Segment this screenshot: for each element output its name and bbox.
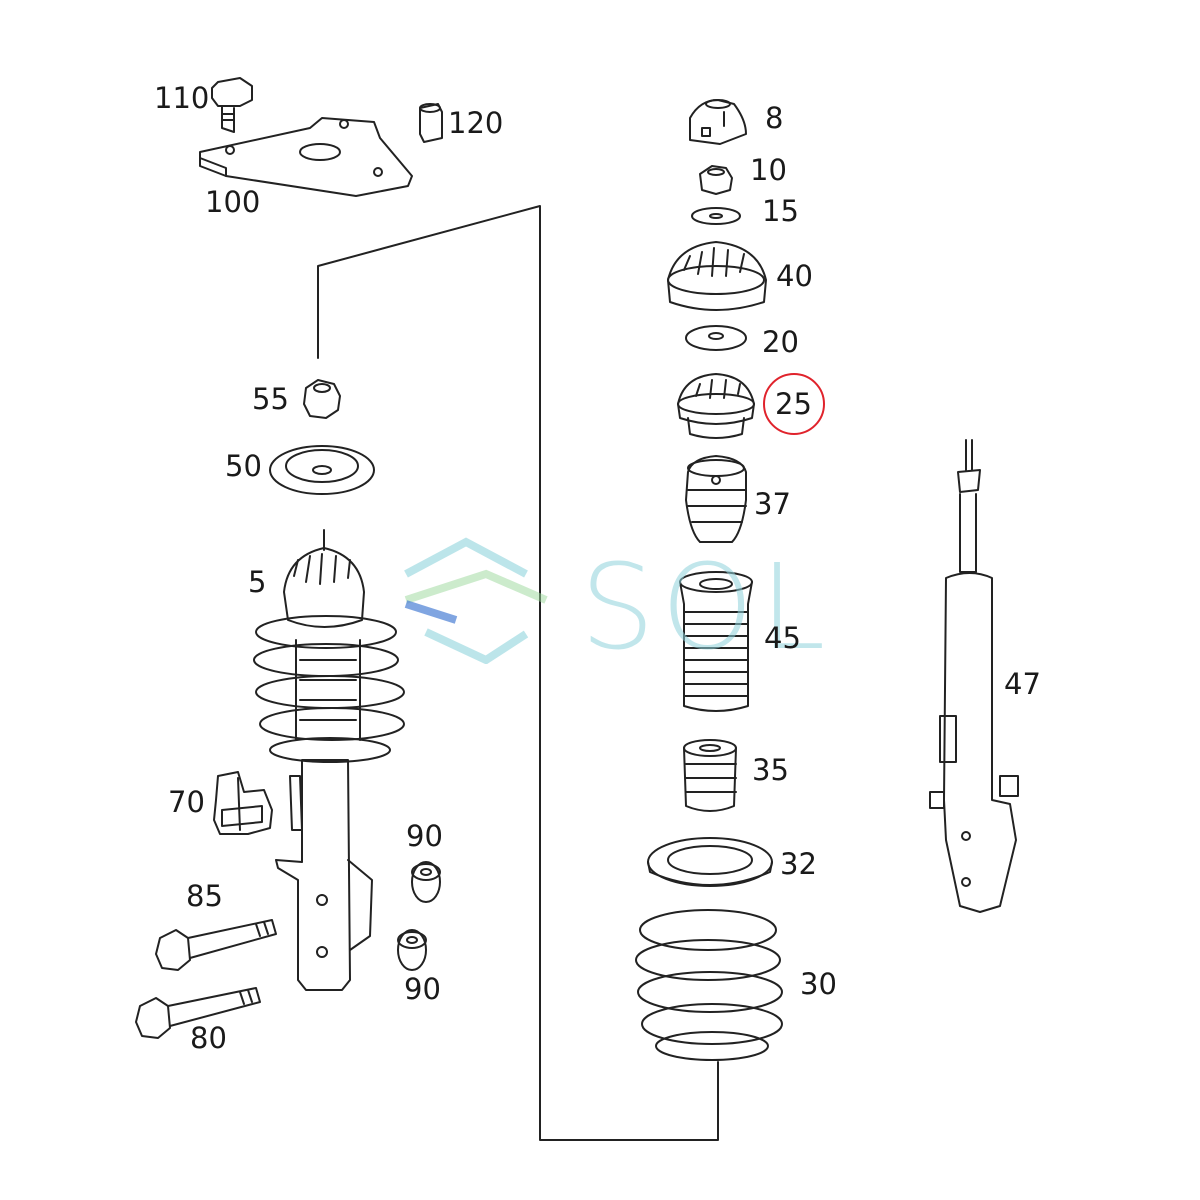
part-45-dust-boot: [679, 571, 753, 712]
part-32-spring-seat: [647, 837, 773, 887]
part-35-bump-stop: [683, 739, 737, 812]
label-part-80: 80: [190, 1021, 227, 1055]
label-part-55: 55: [252, 382, 289, 416]
label-part-5: 5: [248, 565, 267, 599]
part-120-sleeve: [419, 103, 443, 143]
label-part-35: 35: [752, 753, 789, 787]
label-part-40: 40: [776, 259, 813, 293]
part-30-coil-spring: [635, 909, 783, 1061]
label-part-20: 20: [762, 325, 799, 359]
part-40-strut-mount: [667, 241, 767, 311]
part-90-bushing-top: [411, 861, 441, 903]
label-part-25: 25: [775, 387, 812, 421]
part-47-shock-absorber: [929, 439, 1019, 913]
part-55-nut: [303, 379, 341, 419]
label-part-15: 15: [762, 194, 799, 228]
label-part-90-top: 90: [406, 819, 443, 853]
label-part-32: 32: [780, 847, 817, 881]
part-70-bracket: [213, 771, 273, 835]
part-10-nut: [699, 165, 733, 195]
part-8-cap: [689, 99, 747, 145]
label-part-70: 70: [168, 785, 205, 819]
part-100-mount-plate: [199, 117, 413, 197]
part-37-stop-buffer: [685, 455, 747, 543]
label-part-90-bottom: 90: [404, 972, 441, 1006]
part-25-bearing: [677, 373, 755, 439]
label-part-47: 47: [1004, 667, 1041, 701]
part-5-strut-assembly: [253, 529, 405, 991]
label-part-30: 30: [800, 967, 837, 1001]
part-90-bushing-bottom: [397, 929, 427, 971]
label-part-85: 85: [186, 879, 223, 913]
label-part-110: 110: [154, 81, 210, 115]
part-110-bolt: [211, 77, 253, 133]
part-80-bolt: [135, 987, 261, 1039]
label-part-50: 50: [225, 449, 262, 483]
part-85-bolt: [155, 919, 277, 971]
label-part-8: 8: [765, 101, 784, 135]
label-part-37: 37: [754, 487, 791, 521]
label-part-100: 100: [205, 185, 261, 219]
assembly-bracket-line: [317, 205, 719, 1141]
part-15-washer: [691, 207, 741, 225]
label-part-10: 10: [750, 153, 787, 187]
label-part-45: 45: [764, 621, 801, 655]
watermark-logo-icon: [404, 537, 548, 664]
part-50-top-cap: [269, 445, 375, 495]
label-part-120: 120: [448, 106, 504, 140]
part-20-washer: [685, 325, 747, 351]
highlight-circle-part-25: [763, 373, 825, 435]
watermark-text: SOL: [580, 538, 832, 676]
